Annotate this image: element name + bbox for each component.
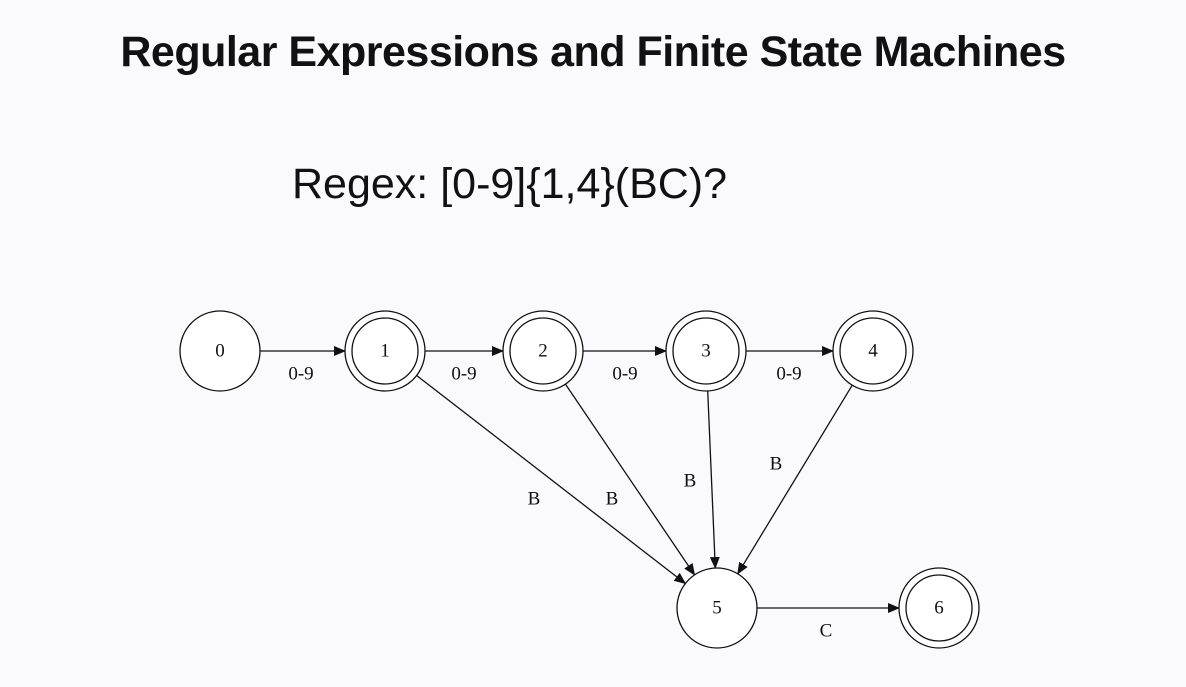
state-circle-3	[665, 310, 747, 392]
transition-arrow-4-5	[737, 384, 853, 575]
transition-arrow-2-5	[564, 383, 696, 576]
state-circle-4	[832, 310, 914, 392]
accepting-ring-6	[905, 574, 973, 642]
state-label-1: 1	[380, 340, 390, 361]
state-circle-0	[179, 310, 261, 392]
slide-title: Regular Expressions and Finite State Mac…	[120, 28, 1066, 76]
transition-label-3-5: B	[684, 470, 697, 491]
state-1: 1	[344, 310, 426, 392]
state-label-3: 3	[701, 340, 711, 361]
state-5: 5	[676, 567, 758, 649]
state-label-6: 6	[934, 597, 944, 618]
state-0: 0	[179, 310, 261, 392]
transition-label-4-5: B	[770, 453, 783, 474]
regex-line: Regex: [0-9]{1,4}(BC)?	[292, 160, 727, 209]
state-circle-2	[502, 310, 584, 392]
state-circle-6	[898, 567, 980, 649]
state-label-4: 4	[868, 340, 878, 361]
state-3: 3	[665, 310, 747, 392]
transition-label-3-4: 0-9	[776, 363, 801, 384]
state-circle-5	[676, 567, 758, 649]
accepting-ring-4	[839, 317, 907, 385]
state-2: 2	[502, 310, 584, 392]
state-6: 6	[898, 567, 980, 649]
state-label-2: 2	[538, 340, 548, 361]
accepting-ring-2	[509, 317, 577, 385]
regex-pattern: [0-9]{1,4}(BC)?	[440, 160, 728, 208]
transition-label-5-6: C	[820, 620, 833, 641]
state-circle-1	[344, 310, 426, 392]
transition-label-0-1: 0-9	[288, 363, 313, 384]
transition-label-1-5: B	[528, 488, 541, 509]
regex-label: Regex:	[292, 160, 429, 208]
state-label-5: 5	[712, 597, 722, 618]
transition-arrow-1-5	[416, 374, 687, 585]
transition-label-2-5: B	[606, 488, 619, 509]
transition-label-2-3: 0-9	[612, 363, 637, 384]
transition-arrow-3-5	[707, 390, 720, 570]
transitions: 0-9 0-9 0-9 0-9B B B B C	[260, 346, 900, 641]
state-label-0: 0	[215, 340, 225, 361]
accepting-ring-3	[672, 317, 740, 385]
state-4: 4	[832, 310, 914, 392]
states: 0 1 2 3 4 5 6	[179, 310, 980, 649]
accepting-ring-1	[351, 317, 419, 385]
transition-label-1-2: 0-9	[451, 363, 476, 384]
